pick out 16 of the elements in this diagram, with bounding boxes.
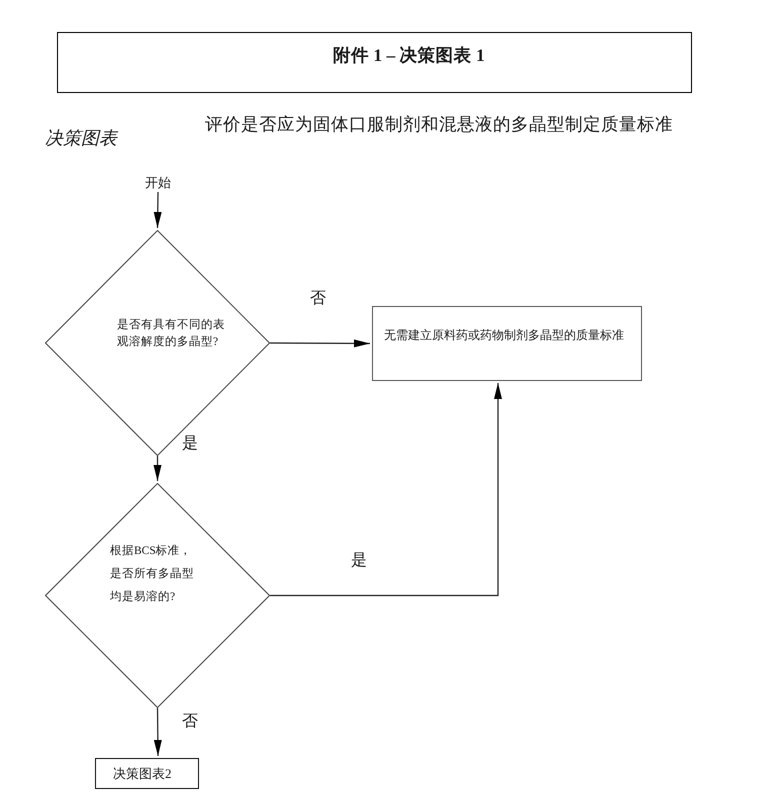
arrow bbox=[270, 339, 370, 348]
edge-label: 是 bbox=[182, 435, 198, 453]
arrow bbox=[154, 456, 162, 481]
decision-diamond: 根据BCS标准，是否所有多晶型均是易溶的? bbox=[45, 483, 270, 708]
arrow bbox=[154, 192, 162, 228]
edge-label: 否 bbox=[182, 713, 198, 731]
edge-label: 是 bbox=[351, 552, 367, 570]
subtitle: 评价是否应为固体口服制剂和混悬液的多晶型制定质量标准 bbox=[205, 114, 673, 135]
edge-label: 否 bbox=[310, 290, 326, 308]
start-label: 开始 bbox=[144, 174, 172, 192]
process-box: 决策图表2 bbox=[95, 758, 199, 789]
arrow bbox=[270, 383, 502, 596]
arrow bbox=[154, 708, 162, 756]
process-box: 无需建立原料药或药物制剂多晶型的质量标准 bbox=[372, 306, 642, 381]
section-heading: 决策图表 bbox=[45, 128, 117, 150]
title-box: 附件 1 – 决策图表 1 bbox=[57, 32, 692, 93]
